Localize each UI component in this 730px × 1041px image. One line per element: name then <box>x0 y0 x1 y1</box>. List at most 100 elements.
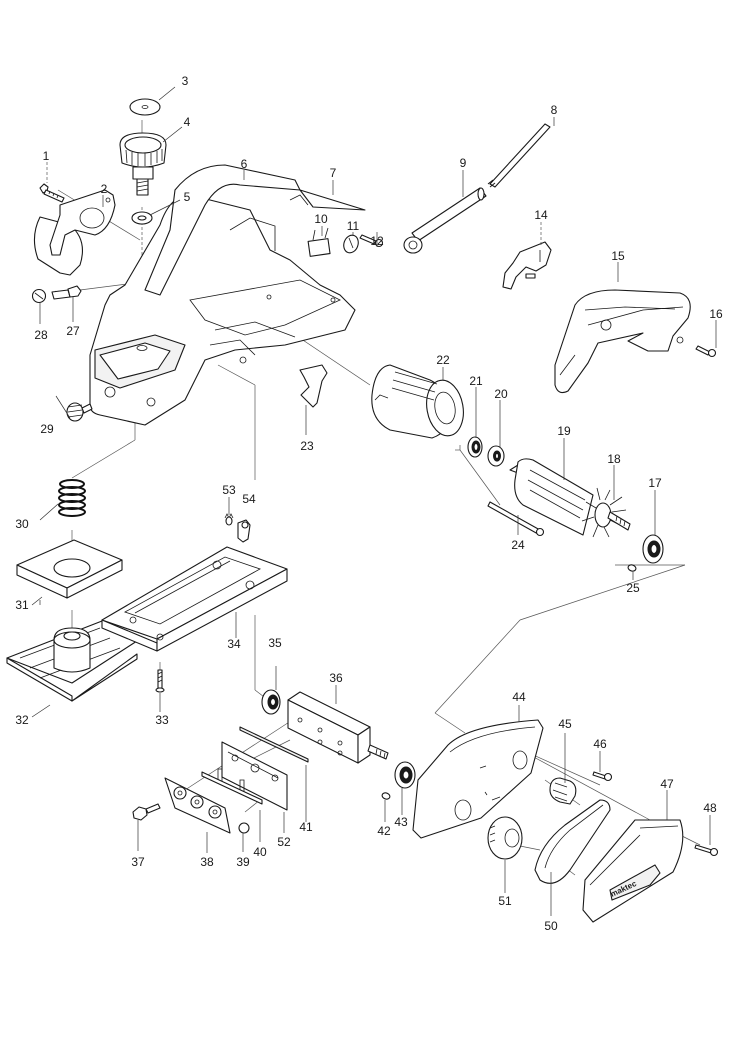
part-25-woodruff-key[interactable] <box>627 564 637 572</box>
part-22-field[interactable] <box>371 364 468 439</box>
part-23-switch-trigger[interactable] <box>299 364 328 408</box>
label-9: 9 <box>460 156 467 170</box>
label-24: 24 <box>511 538 525 552</box>
part-54-stand[interactable] <box>237 519 251 543</box>
part-37-hex-bolt[interactable] <box>132 803 161 821</box>
label-52: 52 <box>277 835 291 849</box>
label-30: 30 <box>15 517 29 531</box>
part-3-knob-cap-plate[interactable] <box>129 98 161 116</box>
label-53: 53 <box>222 483 236 497</box>
label-35: 35 <box>268 636 282 650</box>
label-2: 2 <box>101 182 108 196</box>
part-10-noise-suppressor[interactable] <box>307 227 331 257</box>
label-46: 46 <box>593 737 607 751</box>
label-12: 12 <box>370 234 384 248</box>
part-33-tapping-screw[interactable] <box>155 669 165 693</box>
part-7-name-plate[interactable] <box>299 189 366 211</box>
part-30-compression-spring[interactable] <box>58 479 86 517</box>
label-8: 8 <box>551 103 558 117</box>
part-32-front-base[interactable] <box>6 620 138 702</box>
label-41: 41 <box>299 820 313 834</box>
part-38-drum-plate[interactable] <box>164 777 231 834</box>
label-38: 38 <box>200 855 214 869</box>
label-6: 6 <box>241 157 248 171</box>
part-21-ball-bearing[interactable] <box>467 436 483 458</box>
part-17-ball-bearing[interactable] <box>642 534 664 564</box>
part-42-woodruff-key[interactable] <box>381 792 391 800</box>
part-51-pulley[interactable] <box>487 816 523 860</box>
label-54: 54 <box>242 492 256 506</box>
label-32: 32 <box>15 713 29 727</box>
part-4-depth-adjust-knob[interactable] <box>119 132 167 196</box>
label-22: 22 <box>436 353 450 367</box>
part-27-carbon-brush[interactable] <box>51 285 82 300</box>
part-1-screw[interactable] <box>39 183 65 203</box>
part-19-armature[interactable] <box>509 458 594 536</box>
leader-lines <box>31 86 717 916</box>
label-31: 31 <box>15 598 29 612</box>
part-29-thumb-screw[interactable] <box>66 402 93 422</box>
part-16-tapping-screw[interactable] <box>695 345 717 358</box>
label-7: 7 <box>330 166 337 180</box>
part-8-power-cord[interactable] <box>487 123 551 188</box>
part-48-pan-head-screw[interactable] <box>694 844 719 857</box>
label-17: 17 <box>648 476 662 490</box>
part-43-ball-bearing[interactable] <box>394 761 416 789</box>
label-28: 28 <box>34 328 48 342</box>
label-47: 47 <box>660 777 674 791</box>
part-34-rear-base[interactable] <box>101 546 288 652</box>
part-14-switch[interactable] <box>502 241 552 290</box>
part-31-spring-seat[interactable] <box>16 539 123 599</box>
label-14: 14 <box>534 208 548 222</box>
part-24-long-screw[interactable] <box>487 501 545 537</box>
label-50: 50 <box>544 919 558 933</box>
label-36: 36 <box>329 671 343 685</box>
part-41-planer-blade[interactable] <box>239 726 309 763</box>
part-53-torsion-spring[interactable] <box>224 513 234 526</box>
part-50-drive-belt[interactable] <box>534 799 611 884</box>
part-15-handle-cover[interactable] <box>554 289 691 394</box>
part-6-motor-housing[interactable] <box>89 164 356 426</box>
label-39: 39 <box>236 855 250 869</box>
label-44: 44 <box>512 690 526 704</box>
part-39-adjusting-plate-screw[interactable] <box>238 822 250 834</box>
label-4: 4 <box>184 115 191 129</box>
part-labels: 1 2 3 4 5 6 7 8 9 10 11 12 14 15 16 17 1… <box>15 74 723 933</box>
label-34: 34 <box>227 637 241 651</box>
part-5-flat-washer[interactable] <box>131 211 153 225</box>
label-3: 3 <box>182 74 189 88</box>
part-18-fan[interactable] <box>581 487 631 538</box>
part-46-tapping-screw[interactable] <box>592 771 613 782</box>
part-44-belt-cover-base[interactable] <box>412 719 544 839</box>
label-48: 48 <box>703 801 717 815</box>
part-2-chip-deflector[interactable] <box>33 189 116 276</box>
label-11: 11 <box>347 219 360 233</box>
label-33: 33 <box>155 713 169 727</box>
part-28-brush-holder-cap[interactable] <box>31 288 47 304</box>
label-29: 29 <box>40 422 54 436</box>
label-23: 23 <box>300 439 314 453</box>
part-9-strain-relief[interactable] <box>403 187 487 254</box>
part-11-cord-clamp[interactable] <box>341 233 360 255</box>
part-47-belt-cover[interactable]: maktec <box>582 819 684 923</box>
part-20-insulation-washer[interactable] <box>487 445 505 467</box>
label-25: 25 <box>626 581 640 595</box>
part-52-blade-holder[interactable] <box>221 741 288 811</box>
label-40: 40 <box>253 845 267 859</box>
label-5: 5 <box>184 190 191 204</box>
label-1: 1 <box>43 149 50 163</box>
label-18: 18 <box>607 452 621 466</box>
label-37: 37 <box>131 855 145 869</box>
part-36-drum[interactable] <box>287 691 389 764</box>
label-42: 42 <box>377 824 391 838</box>
label-51: 51 <box>498 894 512 908</box>
label-20: 20 <box>494 387 508 401</box>
part-35-ball-bearing[interactable] <box>261 689 281 715</box>
label-43: 43 <box>394 815 408 829</box>
label-45: 45 <box>558 717 572 731</box>
part-45-pulley[interactable] <box>549 777 577 805</box>
part-40-set-plate[interactable] <box>201 768 263 805</box>
label-16: 16 <box>709 307 723 321</box>
label-10: 10 <box>314 212 328 226</box>
